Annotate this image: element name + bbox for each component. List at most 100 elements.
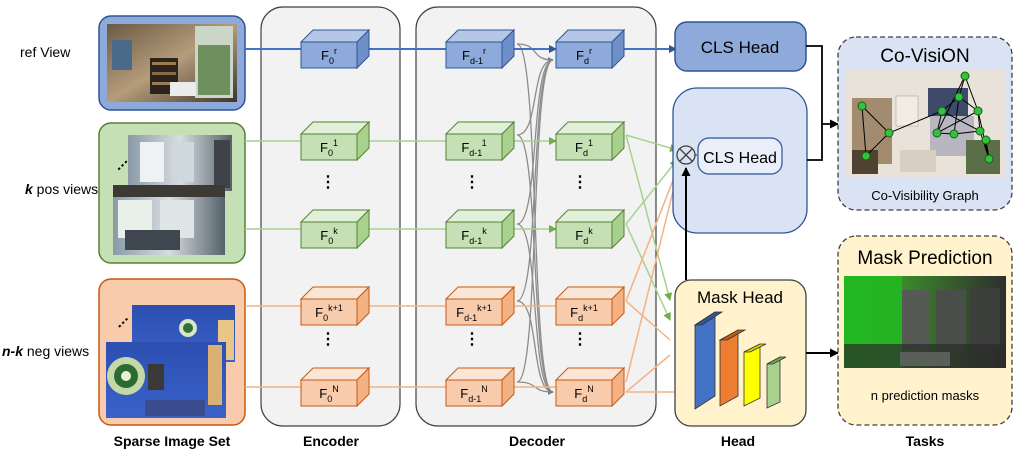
decoder-in-cube-front-0 bbox=[445, 41, 503, 69]
decoder-in-cube-front-1 bbox=[445, 133, 503, 161]
decoder-out-cube-label-sup-4: N bbox=[587, 384, 594, 394]
decoder-in-cube-label-sub-1: d-1 bbox=[469, 148, 482, 158]
encoder-cube-label-sup-2: k bbox=[333, 226, 338, 236]
encoder-cube-front-0 bbox=[300, 41, 358, 69]
decoder-in-cube-label-base-1: F bbox=[461, 140, 469, 155]
cls-head-top-label: CLS Head bbox=[701, 38, 779, 57]
encoder-cube-label-2: F0k bbox=[320, 226, 338, 246]
encoder-cube-front-1 bbox=[300, 133, 358, 161]
covision-title: Co-VisiON bbox=[880, 46, 969, 67]
mask-head-layers-icon bbox=[693, 311, 787, 410]
decoder-out-cube-label-base-0: F bbox=[576, 48, 584, 63]
row-label-neg: n-k neg views bbox=[2, 343, 89, 359]
encoder-ellipsis-lower: ⋮ bbox=[320, 331, 336, 348]
decoder-in-ellipsis-upper: ⋮ bbox=[464, 174, 480, 191]
multiply-icon bbox=[676, 145, 696, 165]
decoder-in-cube-label-0: Fd-1r bbox=[462, 46, 486, 66]
decoder-out-cube-label-sub-0: d bbox=[584, 56, 589, 66]
decoder-in-cube-label-4: Fd-1N bbox=[460, 384, 487, 404]
decoder-out-ellipsis-lower: ⋮ bbox=[572, 331, 588, 348]
decoder-out-cube-label-base-1: F bbox=[575, 140, 583, 155]
cross-attention-lines bbox=[516, 43, 554, 395]
row-label-neg-rest: neg views bbox=[23, 343, 89, 359]
encoder-cube-label-sup-0: r bbox=[334, 46, 337, 56]
decoder-out-cube-front-3 bbox=[555, 298, 613, 326]
decoder-in-cube-label-sup-3: k+1 bbox=[477, 303, 492, 313]
decoder-out-cube-label-sub-1: d bbox=[583, 148, 588, 158]
row-label-pos-rest: pos views bbox=[33, 181, 98, 197]
decoder-out-cube-label-sup-1: 1 bbox=[588, 138, 593, 148]
decoder-in-cube-label-2: Fd-1k bbox=[461, 226, 487, 246]
mask-task-title: Mask Prediction bbox=[857, 248, 992, 269]
encoder-cube-label-base-2: F bbox=[320, 228, 328, 243]
decoder-out-cube-label-4: FdN bbox=[574, 384, 593, 404]
decoder-out-cube-label-sub-2: d bbox=[583, 236, 588, 246]
section-label-tasks: Tasks bbox=[906, 433, 945, 449]
decoder-in-cube-1: Fd-11 bbox=[444, 120, 516, 162]
encoder-cube-front-4 bbox=[300, 379, 358, 407]
encoder-cube-front-2 bbox=[300, 221, 358, 249]
feature-connectors bbox=[245, 45, 677, 388]
decoder-out-cube-label-3: Fdk+1 bbox=[570, 303, 598, 323]
decoder-out-cube-front-4 bbox=[555, 379, 613, 407]
ref-view-image bbox=[107, 24, 237, 102]
decoder-in-cube-label-sup-4: N bbox=[481, 384, 488, 394]
neg-views-images bbox=[106, 305, 235, 418]
row-label-neg-k: n-k bbox=[2, 343, 24, 359]
decoder-out-ellipsis-upper: ⋮ bbox=[572, 174, 588, 191]
section-label-decoder: Decoder bbox=[509, 433, 566, 449]
decoder-out-cube-front-1 bbox=[555, 133, 613, 161]
decoder-out-cube-label-2: Fdk bbox=[575, 226, 593, 246]
head-fan-lines bbox=[625, 134, 678, 393]
decoder-out-cube-label-sup-3: k+1 bbox=[583, 303, 598, 313]
decoder-in-cube-label-base-0: F bbox=[462, 48, 470, 63]
covision-graph-edges bbox=[861, 74, 990, 160]
decoder-out-cube-label-sub-3: d bbox=[578, 313, 583, 323]
decoder-out-cube-0: Fdr bbox=[554, 28, 626, 70]
encoder-cube-label-0: F0r bbox=[321, 46, 337, 66]
decoder-in-cube-label-sub-0: d-1 bbox=[470, 56, 483, 66]
section-label-head: Head bbox=[721, 433, 755, 449]
decoder-out-cube-label-0: Fdr bbox=[576, 46, 592, 66]
cls-inner-to-covision-line bbox=[807, 124, 823, 161]
row-label-pos: k pos views bbox=[25, 181, 98, 197]
encoder-cube-label-sub-2: 0 bbox=[328, 236, 333, 246]
decoder-in-cube-label-sup-1: 1 bbox=[482, 138, 487, 148]
decoder-in-ellipsis-lower: ⋮ bbox=[464, 331, 480, 348]
decoder-in-cube-label-sup-0: r bbox=[483, 46, 486, 56]
covision-graph-nodes bbox=[857, 71, 994, 164]
decoder-out-cube-label-1: Fd1 bbox=[575, 138, 593, 158]
encoder-cube-3: F0k+1 bbox=[299, 285, 371, 327]
feature-cubes: F0rF01F0kF0k+1F0NFd-1rFd-11Fd-1kFd-1k+1F… bbox=[299, 28, 626, 408]
encoder-cube-label-sup-3: k+1 bbox=[328, 303, 343, 313]
encoder-cube-2: F0k bbox=[299, 208, 371, 250]
encoder-cube-label-sub-1: 0 bbox=[328, 148, 333, 158]
encoder-cube-label-sub-0: 0 bbox=[329, 56, 334, 66]
section-label-input: Sparse Image Set bbox=[114, 433, 231, 449]
mask-head-label: Mask Head bbox=[697, 288, 783, 307]
encoder-cube-label-sub-4: 0 bbox=[327, 394, 332, 404]
decoder-in-cube-label-sup-2: k bbox=[482, 226, 487, 236]
decoder-out-cube-1: Fd1 bbox=[554, 120, 626, 162]
encoder-cube-label-4: F0N bbox=[319, 384, 338, 404]
decoder-in-cube-label-base-3: F bbox=[456, 305, 464, 320]
decoder-in-cube-label-1: Fd-11 bbox=[461, 138, 486, 158]
decoder-out-cube-3: Fdk+1 bbox=[554, 285, 626, 327]
decoder-out-cube-label-sup-0: r bbox=[589, 46, 592, 56]
encoder-cube-label-1: F01 bbox=[320, 138, 338, 158]
decoder-out-cube-2: Fdk bbox=[554, 208, 626, 250]
covision-caption: Co-Visibility Graph bbox=[871, 188, 978, 203]
encoder-cube-label-base-4: F bbox=[319, 386, 327, 401]
row-label-pos-k: k bbox=[25, 181, 34, 197]
encoder-cube-label-base-0: F bbox=[321, 48, 329, 63]
row-label-ref: ref View bbox=[20, 44, 71, 60]
decoder-in-cube-2: Fd-1k bbox=[444, 208, 516, 250]
encoder-cube-label-sup-1: 1 bbox=[333, 138, 338, 148]
decoder-in-cube-3: Fd-1k+1 bbox=[444, 285, 516, 327]
decoder-in-cube-front-2 bbox=[445, 221, 503, 249]
encoder-cube-label-base-1: F bbox=[320, 140, 328, 155]
encoder-cube-0: F0r bbox=[299, 28, 371, 70]
decoder-in-cube-label-sub-4: d-1 bbox=[468, 394, 481, 404]
mask-task-caption: n prediction masks bbox=[871, 388, 980, 403]
